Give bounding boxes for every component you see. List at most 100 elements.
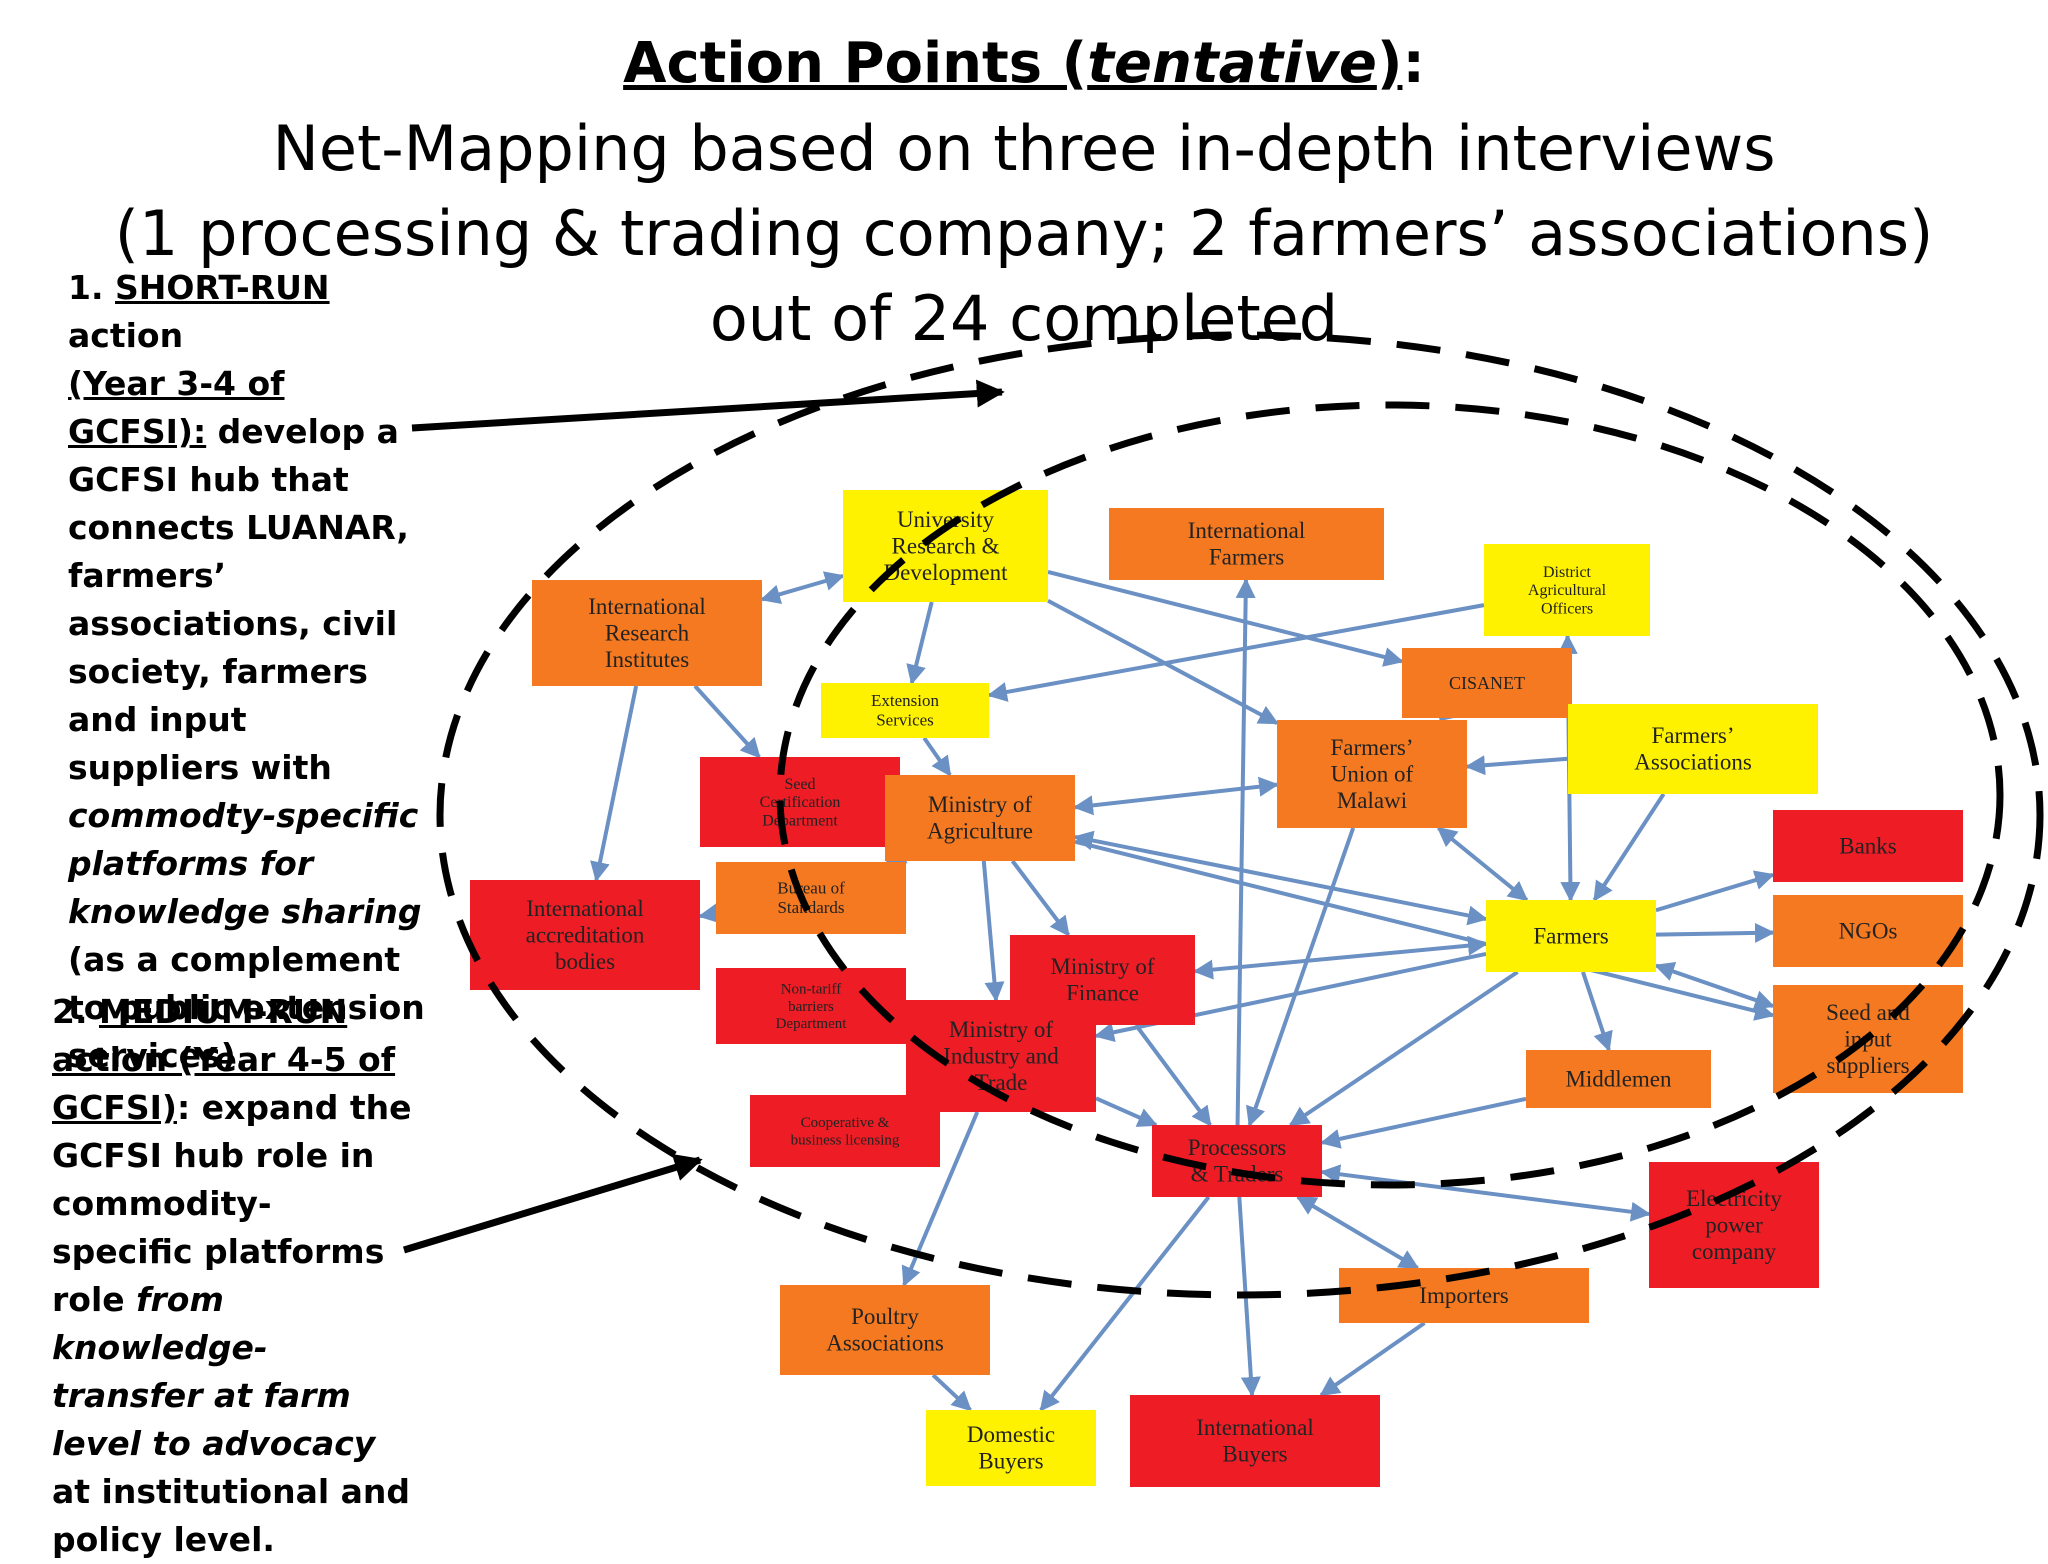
outer-dashed-ellipse	[436, 331, 2044, 1299]
node-label-univ-1: Research &	[892, 533, 1000, 558]
edge-fa-farmers	[1592, 792, 1666, 902]
node-box-intfarm	[1109, 508, 1384, 580]
node-box-seed_cert	[700, 757, 900, 847]
edge-moa-fum	[1073, 776, 1279, 816]
node-label-banks-0: Banks	[1839, 833, 1897, 858]
node-label-iab-2: bodies	[555, 949, 615, 974]
subtitle-line-3: (1 processing & trading company; 2 farme…	[114, 197, 1934, 270]
node-cisanet: CISANET	[1402, 648, 1572, 718]
edge-farmers-banks	[1655, 870, 1775, 913]
node-label-moa-0: Ministry of	[928, 792, 1032, 817]
node-box-elec	[1649, 1162, 1819, 1288]
node-box-moa	[885, 775, 1075, 861]
node-box-intbuy	[1130, 1395, 1380, 1487]
node-box-dombuy	[926, 1410, 1096, 1486]
node-box-dao	[1484, 544, 1650, 636]
edge-moa-farmers	[1073, 830, 1488, 926]
node-label-elec-2: company	[1692, 1239, 1777, 1264]
short-run-body-end: (as a complement to public extension ser…	[68, 940, 425, 1075]
title-italic: tentative	[1087, 31, 1377, 96]
node-label-iab-0: International	[526, 896, 644, 921]
short-run-body: develop a GCFSI hub that connects LUANAR…	[68, 412, 409, 787]
node-label-iri-2: Institutes	[605, 647, 689, 672]
node-label-dao-0: District	[1543, 564, 1592, 581]
node-label-moit-0: Ministry of	[949, 1017, 1053, 1042]
node-label-ext-1: Services	[876, 711, 934, 730]
title-block: Action Points (tentative): Net-Mapping b…	[0, 22, 2048, 361]
node-label-fum-0: Farmers’	[1330, 735, 1413, 760]
node-ngos: NGOs	[1773, 895, 1963, 967]
node-label-ntb-0: Non-tariff	[781, 982, 842, 998]
node-label-middle-0: Middlemen	[1565, 1066, 1672, 1091]
node-label-importers-0: Importers	[1419, 1283, 1508, 1308]
edge-middle-proc	[1320, 1096, 1527, 1149]
node-label-dao-2: Officers	[1541, 601, 1593, 618]
node-label-iab-1: accreditation	[526, 922, 645, 947]
edge-farmers-proc	[1288, 970, 1519, 1127]
node-box-ext	[821, 683, 989, 738]
node-box-ngos	[1773, 895, 1963, 967]
edge-mof-proc	[1134, 1023, 1212, 1127]
node-label-ntb-2: Department	[776, 1016, 848, 1032]
edge-moa-moit	[981, 860, 1005, 1002]
node-label-elec-1: power	[1705, 1212, 1763, 1237]
medium-run-number: 2.	[52, 992, 99, 1031]
edge-moit-proc	[1095, 1096, 1158, 1127]
edge-proc-dombuy	[1039, 1195, 1211, 1412]
node-label-poultry-1: Associations	[826, 1331, 944, 1356]
short-run-heading: SHORT-RUN	[115, 268, 330, 307]
node-box-farmers	[1486, 900, 1656, 972]
node-label-univ-2: Development	[884, 560, 1009, 585]
node-label-dombuy-0: Domestic	[967, 1422, 1055, 1447]
node-box-iab	[470, 880, 700, 990]
node-label-intbuy-1: Buyers	[1222, 1442, 1287, 1467]
node-label-iri-0: International	[588, 594, 706, 619]
edge-univ-cisanet	[1047, 569, 1404, 667]
edge-bos-iab	[698, 903, 720, 924]
node-label-bos-0: Bureau of	[777, 879, 845, 898]
edge-univ-ext	[906, 601, 934, 685]
edge-farmers-ngos	[1655, 922, 1775, 943]
node-label-seed_cert-0: Seed	[784, 776, 815, 793]
edge-iri-univ	[760, 571, 845, 605]
edge-fa-fum	[1465, 755, 1569, 776]
node-label-fum-1: Union of	[1331, 761, 1414, 786]
node-box-poultry	[780, 1285, 990, 1375]
node-box-cisanet	[1402, 648, 1572, 718]
edge-proc-elec	[1320, 1164, 1651, 1222]
edge-intfarm-proc	[1235, 578, 1256, 1126]
short-run-action-text: 1. SHORT-RUN action(Year 3-4 of GCFSI): …	[68, 264, 428, 1080]
title-suffix: )	[1376, 31, 1403, 96]
node-label-coop-0: Cooperative &	[801, 1115, 890, 1131]
node-fa: Farmers’Associations	[1568, 704, 1818, 794]
short-run-heading-b: action	[68, 316, 184, 355]
node-label-fum-2: Malawi	[1337, 788, 1407, 813]
node-box-bos	[716, 862, 906, 934]
edge-poultry-dombuy	[931, 1373, 972, 1412]
node-label-ext-0: Extension	[871, 691, 939, 710]
node-label-intbuy-0: International	[1196, 1415, 1314, 1440]
node-label-cisanet-0: CISANET	[1449, 673, 1525, 693]
subtitle-line-4: out of 24 completed	[709, 282, 1339, 355]
edge-dao-ext	[987, 603, 1485, 702]
edge-ext-moa	[922, 736, 952, 777]
medium-run-pointer-arrow	[402, 1153, 703, 1254]
node-farmers: Farmers	[1486, 900, 1656, 972]
edge-moa-mof	[1010, 859, 1071, 937]
edge-cisanet-fum	[1438, 700, 1461, 722]
edge-iri-iab	[590, 685, 639, 882]
node-label-proc-0: Processors	[1188, 1135, 1286, 1160]
node-box-iri	[532, 580, 762, 686]
